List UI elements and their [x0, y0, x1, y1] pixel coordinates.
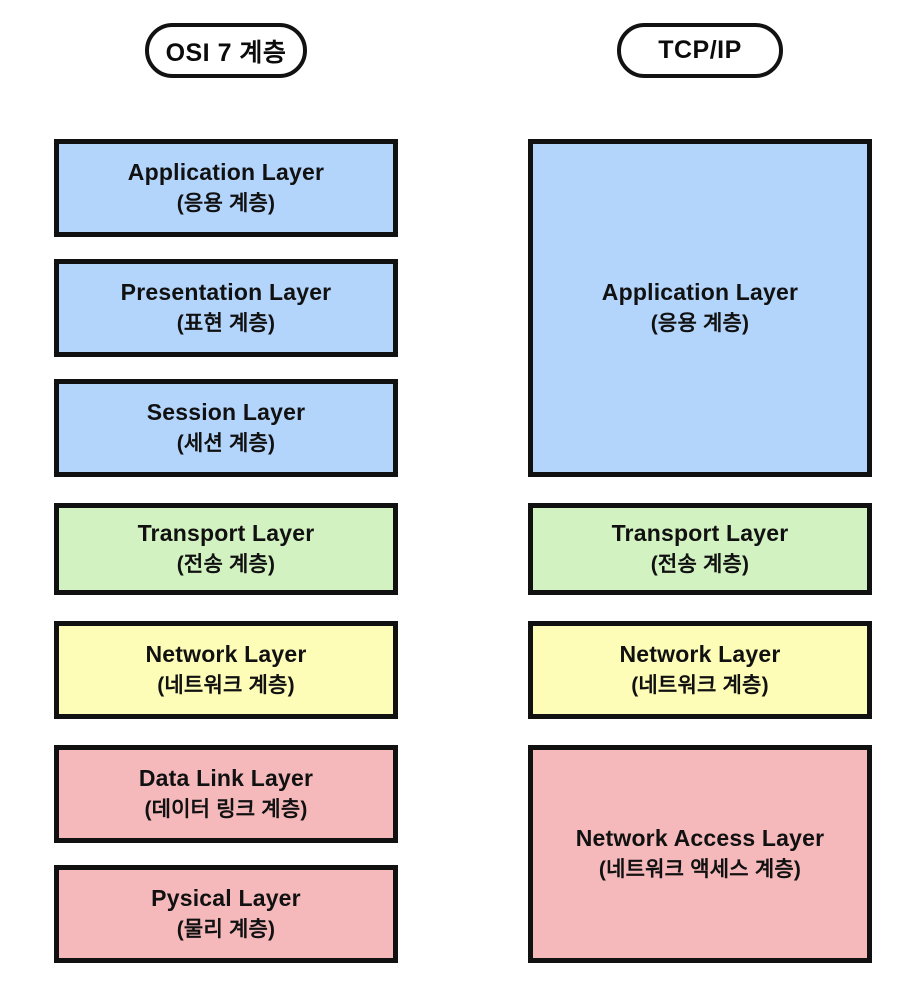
osi-layer-box: Network Layer (네트워크 계층) [54, 621, 398, 719]
osi-layer-box: Presentation Layer (표현 계층) [54, 259, 398, 357]
column-header-osi: OSI 7 계층 [145, 23, 307, 78]
tcpip-layer-box: Application Layer (응용 계층) [528, 139, 872, 477]
layer-name-ko: (네트워크 계층) [157, 674, 295, 698]
layer-name-en: Application Layer [601, 279, 799, 306]
layer-name-en: Pysical Layer [151, 885, 301, 912]
layer-name-en: Session Layer [146, 399, 306, 426]
layer-name-ko: (전송 계층) [650, 553, 750, 577]
layer-name-en: Data Link Layer [138, 765, 314, 792]
tcpip-layer-box: Network Layer (네트워크 계층) [528, 621, 872, 719]
osi-layer-box: Application Layer (응용 계층) [54, 139, 398, 237]
osi-layer-box: Transport Layer (전송 계층) [54, 503, 398, 595]
layer-name-en: Presentation Layer [120, 279, 332, 306]
tcpip-layer-box: Transport Layer (전송 계층) [528, 503, 872, 595]
layer-name-en: Transport Layer [611, 520, 789, 547]
osi-layer-box: Pysical Layer (물리 계층) [54, 865, 398, 963]
tcpip-layer-box: Network Access Layer (네트워크 액세스 계층) [528, 745, 872, 963]
osi-layer-box: Data Link Layer (데이터 링크 계층) [54, 745, 398, 843]
layer-name-ko: (세션 계층) [176, 432, 276, 456]
layer-name-en: Transport Layer [137, 520, 315, 547]
layer-name-ko: (네트워크 액세스 계층) [598, 858, 802, 882]
layer-name-en: Network Layer [619, 641, 781, 668]
layer-name-en: Network Access Layer [575, 825, 825, 852]
tcpip-column: Application Layer (응용 계층) Transport Laye… [528, 0, 872, 988]
layer-name-ko: (응용 계층) [176, 192, 276, 216]
osi-column: Application Layer (응용 계층) Presentation L… [54, 0, 398, 988]
layer-name-en: Application Layer [127, 159, 325, 186]
column-header-osi-label: OSI 7 계층 [165, 38, 287, 67]
layer-name-en: Network Layer [145, 641, 307, 668]
column-header-tcpip: TCP/IP [617, 23, 783, 78]
layer-name-ko: (데이터 링크 계층) [144, 798, 308, 822]
column-header-tcpip-label: TCP/IP [658, 36, 742, 64]
layer-name-ko: (표현 계층) [176, 312, 276, 336]
layer-name-ko: (네트워크 계층) [631, 674, 769, 698]
osi-layer-box: Session Layer (세션 계층) [54, 379, 398, 477]
layer-name-ko: (물리 계층) [176, 918, 276, 942]
layer-name-ko: (전송 계층) [176, 553, 276, 577]
layer-name-ko: (응용 계층) [650, 312, 750, 336]
